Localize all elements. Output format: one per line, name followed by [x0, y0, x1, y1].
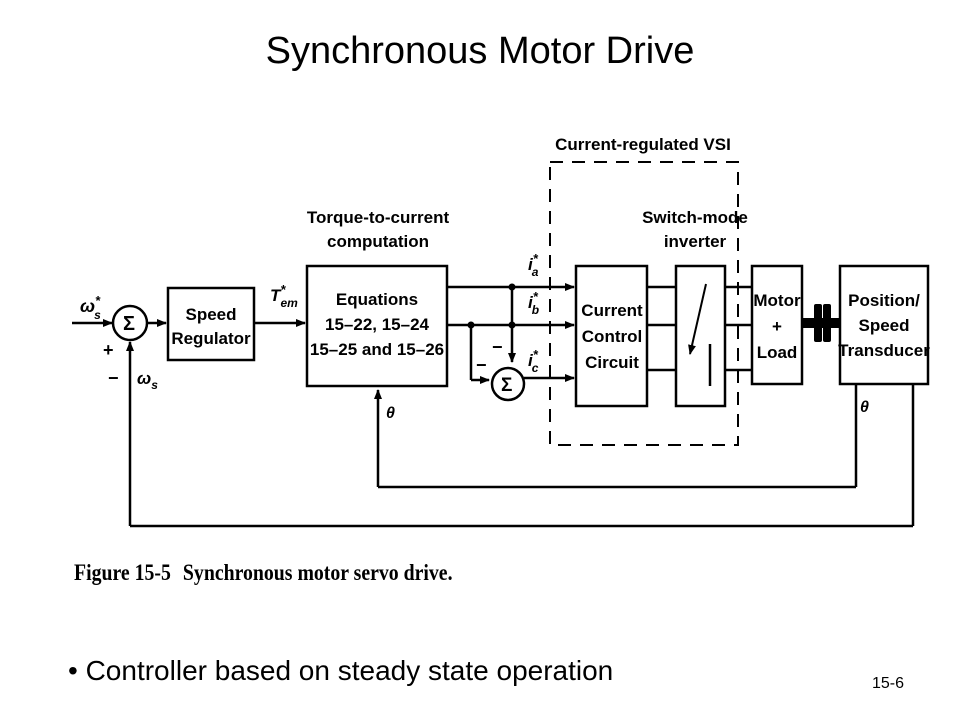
ia-star: * [533, 251, 539, 266]
switch-mode-label-2: inverter [664, 232, 727, 251]
vsi-label: Current-regulated VSI [555, 135, 731, 154]
speed-regulator-line-2: Regulator [171, 329, 251, 348]
omega-ref-sub: s [94, 308, 101, 322]
equations-block [305, 264, 449, 388]
motor-load-line-2: + [772, 317, 782, 336]
inverter-block [674, 264, 727, 408]
ia-sub: a [532, 265, 539, 279]
torque-to-current-label-2: computation [327, 232, 429, 251]
minus-sign-3: − [492, 337, 503, 357]
torque-ref-main: T [270, 286, 282, 305]
ib-label: i*b [528, 289, 539, 317]
theta-label-2: θ [860, 399, 869, 416]
page-number: 15-6 [872, 675, 905, 692]
current-control-circuit-block [574, 264, 649, 408]
omega-feedback-label: ωs [137, 369, 158, 392]
switch-mode-label-1: Switch-mode [642, 208, 748, 227]
omega-ref-label: ω*s [80, 293, 101, 322]
shaft-coupling [802, 304, 840, 342]
figure-number: Figure 15-5 [74, 560, 171, 585]
current-control-line-2: Control [582, 327, 642, 346]
ib-main: i [528, 293, 534, 312]
speed-regulator-block [166, 286, 256, 362]
theta-label-1: θ [386, 405, 395, 422]
summing-junction-current [490, 366, 526, 402]
ia-main: i [528, 255, 534, 274]
torque-ref-star: * [280, 282, 286, 297]
omega-ref-star: * [95, 293, 101, 308]
ib-sub: b [532, 303, 539, 317]
switch-symbol [688, 283, 707, 355]
bullet-point: • Controller based on steady state opera… [68, 655, 614, 686]
equations-line-3: 15–25 and 15–26 [310, 340, 444, 359]
torque-ref-label: T*em [270, 282, 298, 310]
plus-sign: + [103, 340, 114, 360]
omega-feedback-main: ω [137, 369, 151, 388]
omega-feedback-sub: s [151, 378, 158, 392]
position-speed-transducer-block [838, 264, 930, 386]
figure-caption: Figure 15-5 Synchronous motor servo drive… [74, 560, 453, 586]
motor-load-line-1: Motor [753, 291, 801, 310]
motor-load-line-3: Load [757, 343, 798, 362]
minus-sign-1: − [108, 368, 119, 388]
current-control-line-1: Current [581, 301, 643, 320]
transducer-line-2: Speed [858, 316, 909, 335]
sigma-1: Σ [123, 313, 135, 335]
equations-line-2: 15–22, 15–24 [325, 315, 430, 334]
torque-ref-sub: em [280, 296, 298, 310]
ic-sub: c [532, 361, 539, 375]
omega-ref-main: ω [80, 296, 95, 316]
figure-caption-text: Synchronous motor servo drive. [182, 560, 453, 585]
sigma-2: Σ [501, 375, 512, 396]
speed-regulator-line-1: Speed [185, 305, 236, 324]
current-control-line-3: Circuit [585, 353, 639, 372]
ic-star: * [533, 347, 539, 362]
transducer-line-3: Transducer [838, 341, 930, 360]
equations-line-1: Equations [336, 290, 418, 309]
ia-label: i*a [528, 251, 539, 279]
vsi-dashed-boundary [549, 161, 739, 446]
slide-title: Synchronous Motor Drive [265, 30, 695, 72]
torque-to-current-label-1: Torque-to-current [307, 208, 450, 227]
transducer-line-1: Position/ [848, 291, 920, 310]
ib-star: * [533, 289, 539, 304]
ic-label: i*c [528, 347, 539, 375]
minus-sign-2: − [476, 355, 487, 375]
ic-main: i [528, 351, 534, 370]
